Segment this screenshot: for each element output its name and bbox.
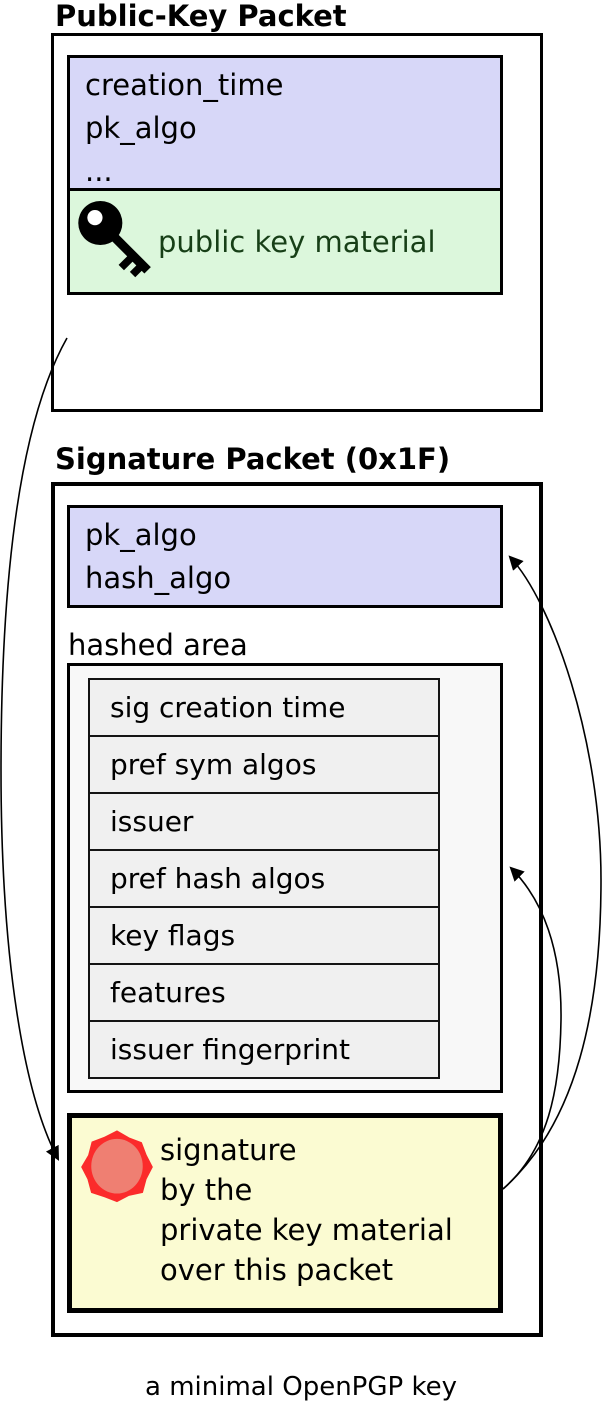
subpacket-row: issuer <box>90 792 438 849</box>
subpacket-row: issuer fingerprint <box>90 1020 438 1077</box>
subpacket-list: sig creation time pref sym algos issuer … <box>88 678 440 1079</box>
sig-header-field: pk_algo <box>85 518 197 552</box>
signature-box: signature by the private key material ov… <box>67 1113 503 1313</box>
key-icon <box>78 200 151 278</box>
pk-header-fields: creation_time pk_algo ... <box>67 55 503 191</box>
signature-text-line: signature <box>160 1133 297 1167</box>
signature-packet-title: Signature Packet (0x1F) <box>55 442 451 476</box>
wax-seal-icon <box>81 1130 153 1203</box>
signature-text-line: private key material <box>160 1213 453 1247</box>
subpacket-row: features <box>90 963 438 1020</box>
subpacket-row: pref hash algos <box>90 849 438 906</box>
subpacket-row: pref sym algos <box>90 735 438 792</box>
hashed-area-label: hashed area <box>68 628 248 662</box>
subpacket-row: sig creation time <box>110 691 346 724</box>
public-key-material-label: public key material <box>158 224 436 259</box>
caption: a minimal OpenPGP key <box>145 1372 457 1402</box>
sig-header-fields: pk_algo hash_algo <box>67 505 503 608</box>
sig-header-field: hash_algo <box>85 561 232 595</box>
public-key-material-box: public key material <box>67 188 503 295</box>
signature-text-line: by the <box>160 1173 253 1207</box>
signature-text-line: over this packet <box>160 1253 394 1287</box>
pk-header-field: pk_algo <box>85 111 197 145</box>
subpacket-row: key flags <box>90 906 438 963</box>
signature-text: signature by the private key material ov… <box>160 1130 453 1290</box>
pk-header-field: creation_time <box>85 68 284 102</box>
pk-header-field: ... <box>85 154 113 188</box>
public-key-packet-title: Public-Key Packet <box>55 0 347 33</box>
